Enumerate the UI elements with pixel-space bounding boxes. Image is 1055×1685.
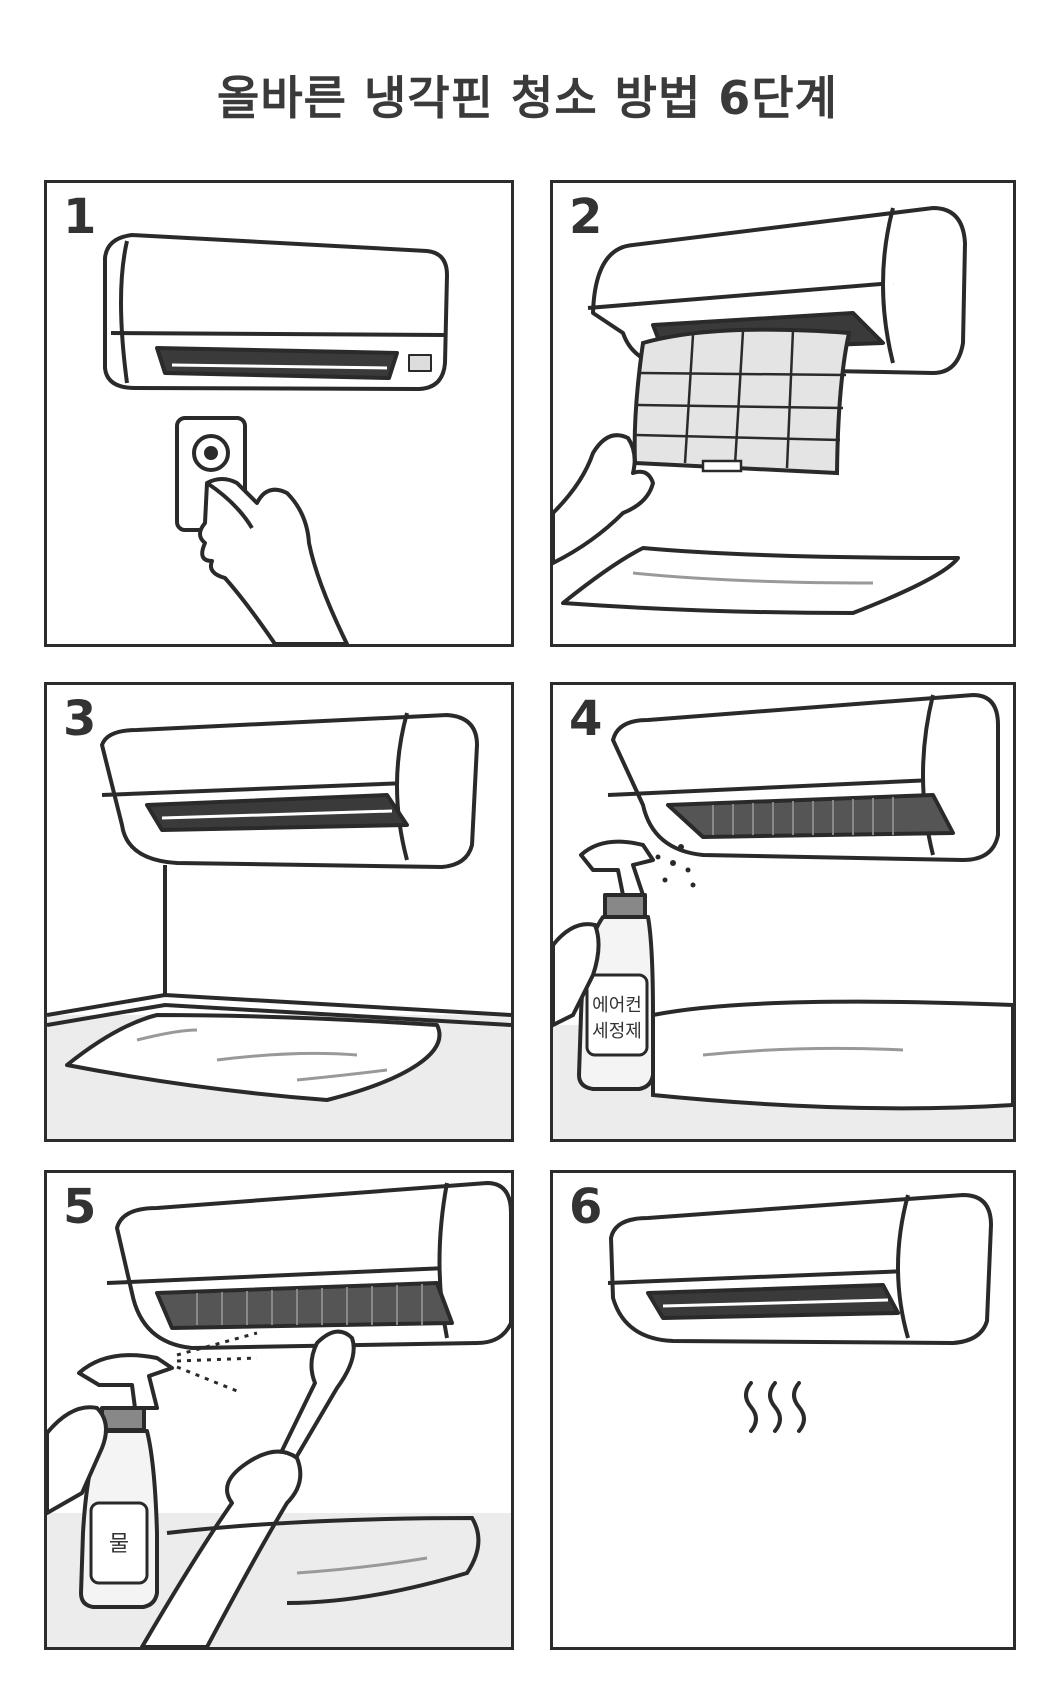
step-number: 5 <box>63 1179 97 1235</box>
hand-icon <box>47 1405 303 1647</box>
step-4-illustration: 에어컨 세정제 <box>553 693 1013 1139</box>
step-number: 1 <box>63 189 97 245</box>
air-conditioner-unit <box>607 693 1000 862</box>
brush-icon <box>273 1329 356 1475</box>
hand-icon <box>553 433 655 565</box>
hand-icon <box>198 477 349 644</box>
step-1-illustration <box>103 233 449 644</box>
towel-icon <box>651 999 1013 1111</box>
step-4-panel: 4 에어컨 세정제 <box>550 682 1016 1142</box>
towel-icon <box>166 1515 481 1605</box>
step-5-illustration: 물 <box>47 1181 511 1647</box>
page-title: 올바른 냉각핀 청소 방법 6단계 <box>217 71 838 125</box>
towel-icon <box>65 1013 442 1102</box>
air-conditioner-unit <box>607 1193 993 1345</box>
step-6-panel: 6 <box>550 1170 1016 1650</box>
hand-icon <box>553 922 601 1028</box>
bottle-label: 물 <box>109 1532 129 1557</box>
spray-bottle-icon: 물 <box>77 1353 174 1609</box>
step-2-illustration <box>553 206 967 615</box>
step-1-panel: 1 <box>44 180 514 647</box>
step-6-illustration <box>607 1193 993 1433</box>
step-number: 6 <box>569 1179 603 1235</box>
air-conditioner-unit <box>100 712 479 869</box>
spray-mist-icon <box>176 1331 258 1395</box>
air-conditioner-unit <box>103 233 449 391</box>
step-number: 4 <box>569 691 603 747</box>
spray-mist-icon <box>655 844 696 888</box>
step-number: 2 <box>569 189 603 245</box>
step-3-panel: 3 <box>44 682 514 1142</box>
step-number: 3 <box>63 691 97 747</box>
bottle-label-line1: 에어컨 <box>592 995 642 1016</box>
towel-icon <box>561 546 960 615</box>
airflow-icon <box>744 1381 806 1433</box>
air-filter-icon <box>632 327 852 476</box>
step-3-illustration <box>47 712 511 1139</box>
step-5-panel: 5 물 <box>44 1170 514 1650</box>
bottle-label-line2: 세정제 <box>592 1021 642 1042</box>
step-2-panel: 2 <box>550 180 1016 647</box>
air-conditioner-unit <box>106 1181 511 1350</box>
